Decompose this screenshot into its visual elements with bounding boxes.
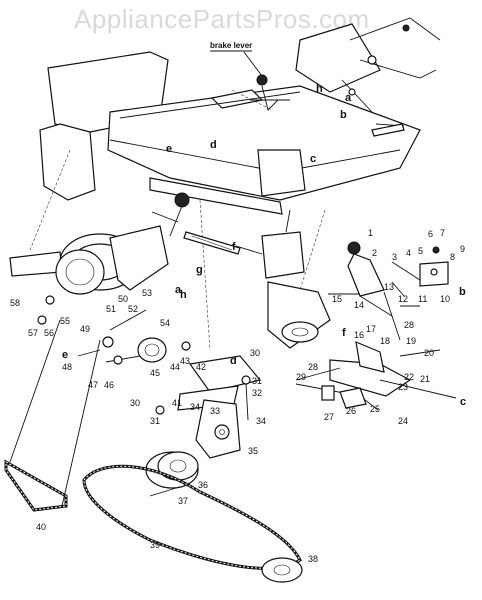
- part-58: 58: [10, 298, 20, 308]
- brake-lever-assembly: [250, 17, 441, 137]
- part-20: 20: [424, 348, 434, 358]
- part-52: 52: [128, 304, 138, 314]
- part-21: 21: [420, 374, 430, 384]
- part-3: 3: [392, 252, 397, 262]
- brake-lever-leader: [243, 51, 263, 77]
- part-23: 23: [398, 382, 408, 392]
- part-13: 13: [384, 282, 394, 292]
- part-28b: 28: [404, 320, 414, 330]
- part-number-labels: 1 2 3 4 5 6 7 8 9 10 11 12 13 14 15 16 1…: [10, 228, 465, 564]
- letter-f-right: f: [342, 327, 346, 339]
- part-38: 38: [308, 554, 318, 564]
- part-43: 43: [180, 356, 190, 366]
- part-19: 19: [406, 336, 416, 346]
- part-18: 18: [380, 336, 390, 346]
- part-39: 39: [150, 540, 160, 550]
- part-1: 1: [368, 228, 373, 238]
- part-4: 4: [406, 248, 411, 258]
- part-14: 14: [354, 300, 364, 310]
- part-33: 33: [210, 406, 220, 416]
- part-50: 50: [118, 294, 128, 304]
- part-27: 27: [324, 412, 334, 422]
- part-53: 53: [142, 288, 152, 298]
- part-30a: 30: [250, 348, 260, 358]
- letter-c-right: c: [460, 396, 466, 408]
- letter-h-mid: h: [180, 289, 187, 301]
- letter-d-top: d: [210, 139, 217, 151]
- part-12: 12: [398, 294, 408, 304]
- part-34b: 34: [256, 416, 266, 426]
- part-57: 57: [28, 328, 38, 338]
- part-34a: 34: [190, 402, 200, 412]
- part-35: 35: [248, 446, 258, 456]
- part-42: 42: [196, 362, 206, 372]
- lower-right-linkage: [295, 341, 457, 411]
- letter-a-mid: a: [175, 284, 182, 296]
- part-40: 40: [36, 522, 46, 532]
- letter-a-top: a: [345, 92, 352, 104]
- part-48: 48: [62, 362, 72, 372]
- part-7: 7: [440, 228, 445, 238]
- part-24: 24: [398, 416, 408, 426]
- watermark-text: AppliancePartsPros.com: [74, 4, 370, 34]
- part-17: 17: [366, 324, 376, 334]
- part-6: 6: [428, 229, 433, 239]
- transaxle-assembly: [9, 192, 241, 295]
- letter-b-top: b: [340, 109, 347, 121]
- part-37: 37: [178, 496, 188, 506]
- letter-f-mid: f: [232, 241, 236, 253]
- part-29: 29: [296, 372, 306, 382]
- part-36: 36: [198, 480, 208, 490]
- connection-letters: a b c d e f g h a b c d e f h: [62, 83, 466, 408]
- part-28a: 28: [308, 362, 318, 372]
- brake-lever-label: brake lever: [210, 41, 252, 50]
- letter-g-mid: g: [196, 264, 203, 276]
- part-30b: 30: [130, 398, 140, 408]
- part-8: 8: [450, 252, 455, 262]
- center-bracket: [235, 209, 331, 349]
- part-9: 9: [460, 244, 465, 254]
- part-41: 41: [172, 398, 182, 408]
- letter-e-left: e: [62, 349, 68, 361]
- part-26: 26: [346, 406, 356, 416]
- letter-e-top: e: [166, 143, 172, 155]
- part-2: 2: [372, 248, 377, 258]
- part-15: 15: [332, 294, 342, 304]
- engine-pulley: [145, 451, 199, 497]
- letter-c-top: c: [310, 153, 316, 165]
- letter-h-top: h: [316, 83, 323, 95]
- part-32: 32: [252, 388, 262, 398]
- part-31b: 31: [150, 416, 160, 426]
- part-10: 10: [440, 294, 450, 304]
- part-49: 49: [80, 324, 90, 334]
- part-5: 5: [418, 246, 423, 256]
- part-25: 25: [370, 404, 380, 414]
- part-51: 51: [106, 304, 116, 314]
- part-31a: 31: [252, 376, 262, 386]
- part-16: 16: [354, 330, 364, 340]
- part-44: 44: [170, 362, 180, 372]
- letter-d-mid: d: [230, 355, 237, 367]
- part-55: 55: [60, 316, 70, 326]
- part-45: 45: [150, 368, 160, 378]
- right-linkage: [328, 241, 449, 341]
- part-47: 47: [88, 380, 98, 390]
- letter-b-right: b: [459, 286, 466, 298]
- part-46: 46: [104, 380, 114, 390]
- part-54: 54: [160, 318, 170, 328]
- left-pulley-stack: [37, 295, 191, 365]
- idler-assembly: [155, 355, 262, 459]
- part-11: 11: [418, 294, 427, 304]
- part-56: 56: [44, 328, 54, 338]
- part-22: 22: [404, 372, 414, 382]
- belts: [4, 319, 303, 583]
